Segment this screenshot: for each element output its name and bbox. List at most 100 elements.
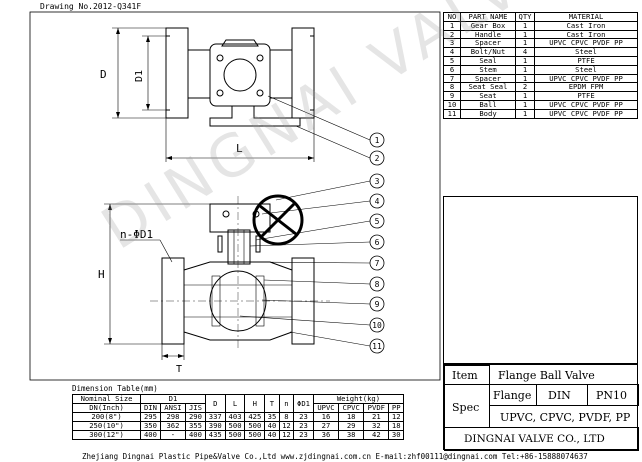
dim-L: L xyxy=(236,142,243,155)
footer-contact: Zhejiang Dingnai Plastic Pipe&Valve Co.,… xyxy=(82,452,588,461)
hole-spec: n-ΦD1 xyxy=(120,228,153,241)
parts-cell-material: Steel xyxy=(534,64,638,75)
callout-6: 6 xyxy=(375,238,380,247)
parts-cell-name: Seal xyxy=(460,55,516,66)
drawing-frame xyxy=(29,11,441,381)
top-view xyxy=(112,27,371,162)
parts-cell-no: 10 xyxy=(443,99,461,110)
dim-D1: D1 xyxy=(134,70,145,82)
parts-cell-qty: 1 xyxy=(515,64,535,75)
callout-circles xyxy=(369,132,385,354)
callout-4: 4 xyxy=(375,197,380,206)
parts-cell-no: 5 xyxy=(443,55,461,66)
callout-10: 10 xyxy=(372,321,382,330)
gearbox-top xyxy=(209,43,271,107)
parts-cell-material: PTFE xyxy=(534,55,638,66)
left-flange-top xyxy=(165,27,189,119)
parts-cell-qty: 1 xyxy=(515,99,535,110)
drawing-number: Drawing No.2012-Q341F xyxy=(40,2,142,11)
callout-7: 7 xyxy=(375,259,380,268)
parts-header-name: PART NAME xyxy=(460,12,516,22)
dimension-cell: 400 xyxy=(140,430,161,440)
dt-h-phi: ΦD1 xyxy=(293,394,314,413)
parts-cell-name: Ball xyxy=(460,99,516,110)
body-front xyxy=(183,261,293,341)
dt-h-H: H xyxy=(244,394,266,413)
dt-h-D: D xyxy=(204,394,226,413)
pressure-rating: PN10 xyxy=(596,389,628,402)
dimension-table: Nominal Size D1 D L H T n ΦD1 Weight(kg)… xyxy=(71,394,405,440)
dt-h-n: n xyxy=(278,394,295,413)
dimension-cell: 42 xyxy=(363,430,390,440)
callout-8: 8 xyxy=(375,280,380,289)
parts-cell-qty: 1 xyxy=(515,55,535,66)
parts-cell-material: UPVC CPVC PVDF PP xyxy=(534,99,638,110)
parts-cell-name: Stem xyxy=(460,64,516,75)
parts-cell-qty: 1 xyxy=(515,108,535,119)
dimension-cell: 435 xyxy=(204,430,226,440)
dimension-cell: 23 xyxy=(293,430,314,440)
parts-header-qty: QTY xyxy=(515,12,535,22)
dimension-cell: 40 xyxy=(264,430,280,440)
dimension-cell: - xyxy=(159,430,187,440)
title-block: Item Flange Ball Valve Spec Flange DIN P… xyxy=(443,364,639,451)
parts-header-material: MATERIAL xyxy=(534,12,638,22)
dim-H: H xyxy=(98,268,105,281)
flange-standard: DIN xyxy=(548,389,571,402)
callout-5: 5 xyxy=(375,217,380,226)
dimension-cell: 36 xyxy=(312,430,340,440)
item-value: Flange Ball Valve xyxy=(498,369,595,382)
parts-header-row: NO PART NAME QTY MATERIAL xyxy=(443,12,638,22)
title-block-frame xyxy=(443,196,638,364)
dim-D: D xyxy=(100,68,107,81)
dimension-cell: 30 xyxy=(388,430,404,440)
spec-label: Spec xyxy=(452,401,480,414)
stem xyxy=(227,229,251,265)
dimension-cell: 300(12") xyxy=(71,430,142,440)
right-flange-top xyxy=(291,27,315,119)
parts-cell-no: 6 xyxy=(443,64,461,75)
parts-cell-name: Body xyxy=(460,108,516,119)
parts-cell-material: UPVC CPVC PVDF PP xyxy=(534,108,638,119)
dimension-cell: 400 xyxy=(185,430,206,440)
dimension-cell: 500 xyxy=(244,430,266,440)
callout-9: 9 xyxy=(375,300,380,309)
dimension-cell: 38 xyxy=(338,430,365,440)
gearbox-front xyxy=(209,203,271,233)
front-view xyxy=(104,180,371,360)
item-label: Item xyxy=(452,369,478,382)
dt-h-T: T xyxy=(264,394,280,413)
parts-cell-name: Gear Box xyxy=(460,20,516,31)
callout-numbers: 1 2 3 4 5 6 7 8 9 10 11 xyxy=(372,136,382,351)
company-name: DINGNAI VALVE CO., LTD xyxy=(464,433,605,445)
spec-materials: UPVC, CPVC, PVDF, PP xyxy=(500,411,631,424)
callout-11: 11 xyxy=(372,342,382,351)
parts-cell-material: Cast Iron xyxy=(534,20,638,31)
dt-h-L: L xyxy=(224,394,246,413)
parts-header-no: NO xyxy=(443,12,461,22)
callout-1: 1 xyxy=(375,136,380,145)
parts-cell-qty: 1 xyxy=(515,20,535,31)
dim-T: T xyxy=(176,364,182,375)
dimension-table-caption: Dimension Table(mm) xyxy=(72,384,158,393)
parts-cell-no: 1 xyxy=(443,20,461,31)
parts-cell-no: 11 xyxy=(443,108,461,119)
dimension-cell: 500 xyxy=(224,430,246,440)
flange-label: Flange xyxy=(493,389,532,402)
callout-2: 2 xyxy=(375,154,380,163)
dimension-cell: 12 xyxy=(278,430,295,440)
handwheel xyxy=(252,194,304,246)
callout-3: 3 xyxy=(375,177,380,186)
